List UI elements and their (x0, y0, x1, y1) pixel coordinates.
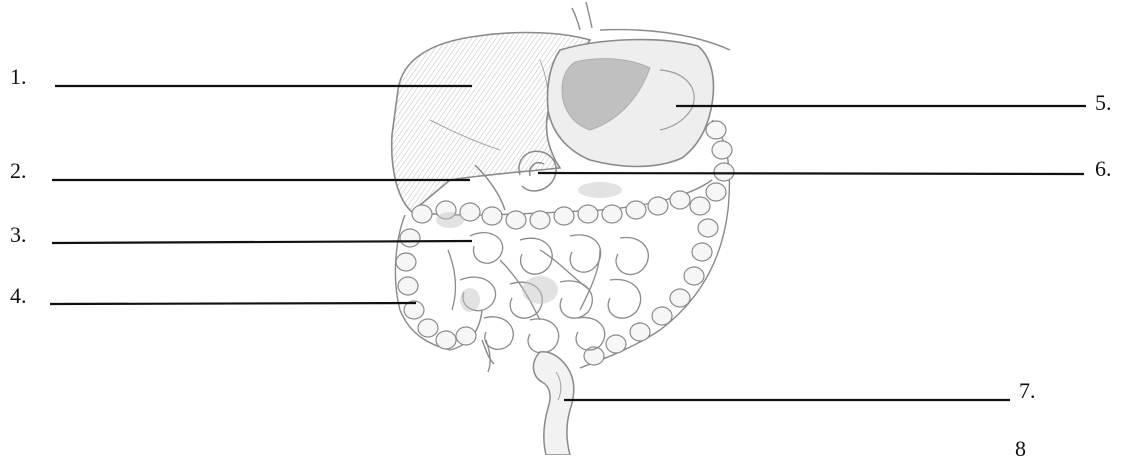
label-number-4: 4. (10, 285, 27, 307)
rectum (533, 352, 573, 455)
stomach (548, 40, 714, 167)
label-number-8: 8 (1015, 438, 1026, 460)
label-number-7: 7. (1019, 380, 1036, 402)
label-number-6: 6. (1095, 158, 1112, 180)
label-number-2: 2. (10, 160, 27, 182)
leader-line-4 (50, 303, 416, 304)
label-number-5: 5. (1095, 92, 1112, 114)
label-number-3: 3. (10, 224, 27, 246)
label-number-1: 1. (10, 66, 27, 88)
appendix (482, 340, 494, 364)
leader-line-6 (538, 173, 1084, 174)
shading (436, 182, 622, 312)
